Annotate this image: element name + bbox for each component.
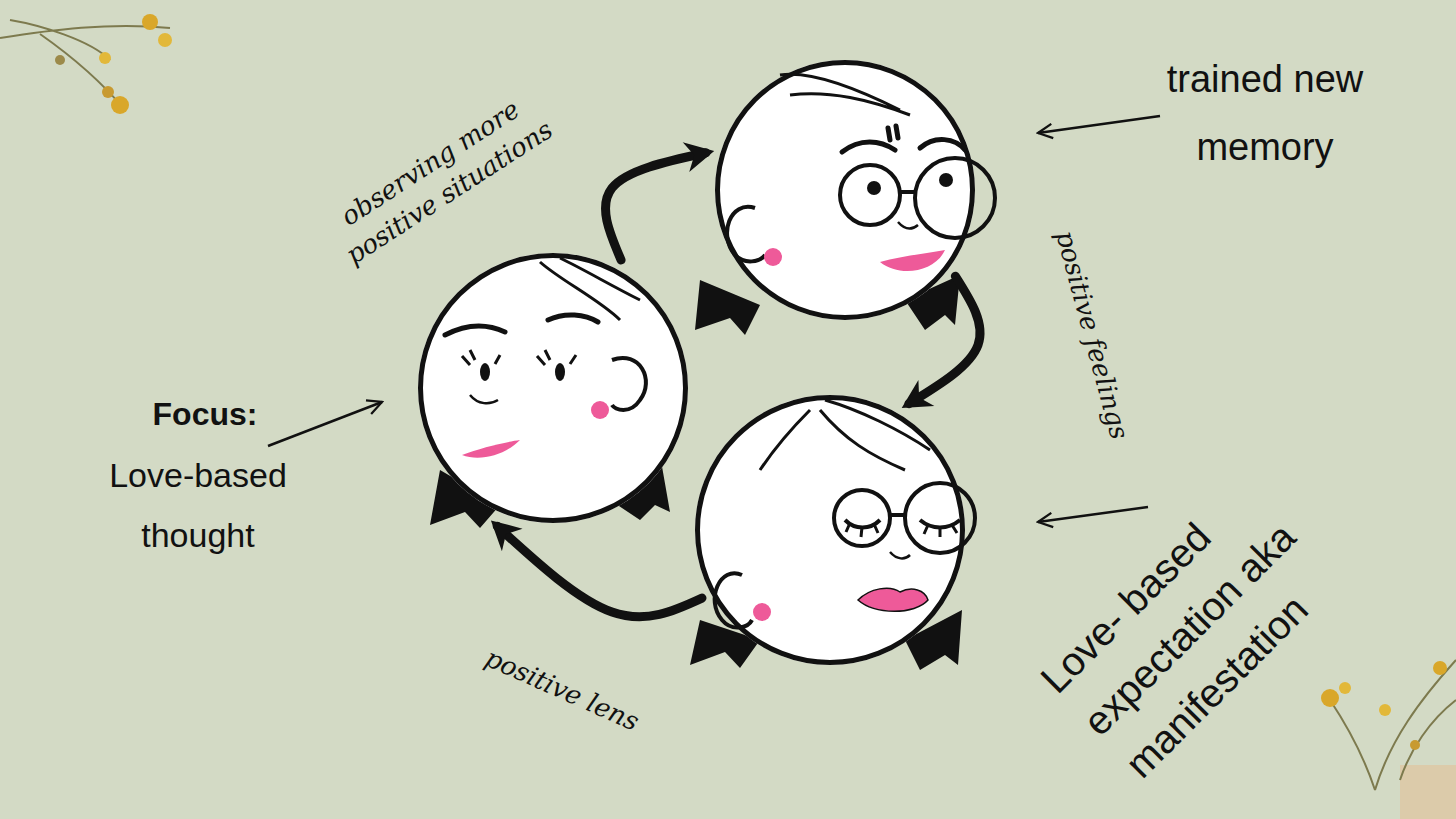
- flowers-part: [102, 86, 114, 98]
- cycle-arrow: [605, 153, 705, 260]
- face-top-right-part: [764, 248, 782, 266]
- face-node: Focus:Love-based thought: [418, 253, 688, 523]
- node-label: trained new memory: [1130, 45, 1400, 182]
- leader-arrows-part: [268, 402, 382, 446]
- leader-arrows-part: [1038, 116, 1160, 133]
- face-left-part: [418, 253, 688, 523]
- face-top-right-part: [915, 158, 995, 238]
- flowers: [0, 14, 1456, 819]
- leader-arrows-part: [1038, 507, 1148, 522]
- face-left-part: [612, 358, 646, 410]
- arrow-label: positive lens: [445, 625, 679, 755]
- flowers-part: [1433, 661, 1447, 675]
- arrow-label: positive feelings: [1036, 186, 1148, 485]
- face-left-part: [591, 401, 609, 419]
- flowers-part: [55, 55, 65, 65]
- face-bottom-right-part: [760, 400, 930, 470]
- node-label: Love- based expectation aka manifestatio…: [1026, 420, 1397, 791]
- face-top-right-part: [898, 222, 918, 228]
- flowers-part: [1321, 689, 1339, 707]
- face-top-right-part: [780, 74, 910, 115]
- face-left-part: [462, 440, 520, 458]
- face-bottom-right-part: [753, 603, 771, 621]
- arrow-label: observing more positive situations: [312, 78, 568, 278]
- flowers-part: [142, 14, 158, 30]
- face-bottom-right-part: [695, 395, 965, 665]
- flowers-part: [1400, 765, 1456, 819]
- face-bottom-right: [690, 395, 975, 670]
- cycle-arrow: [497, 526, 702, 617]
- face-node: Love- based expectation aka manifestatio…: [695, 395, 965, 665]
- face-top-right-part: [840, 165, 900, 225]
- face-top-right-part: [842, 126, 965, 152]
- face-bottom-right-part: [845, 520, 960, 528]
- face-top-right-part: [900, 190, 915, 194]
- flowers-part: [0, 20, 170, 110]
- face-left-part: [540, 258, 640, 320]
- face-outline-circle: [421, 256, 686, 521]
- face-bottom-right-part: [890, 513, 905, 517]
- face-top-right-part: [867, 181, 881, 195]
- face-left-part: [555, 363, 565, 381]
- face-top-right: [695, 60, 995, 335]
- face-bottom-right-part: [846, 523, 957, 537]
- face-outline: [695, 395, 965, 665]
- face-left: [418, 253, 688, 528]
- face-bottom-right-part: [858, 588, 928, 611]
- flowers-part: [1379, 704, 1391, 716]
- face-left-part: [462, 350, 576, 365]
- face-bottom-right-part: [890, 552, 910, 558]
- face-outline-circle: [698, 398, 963, 663]
- face-node: trained new memory: [715, 60, 975, 320]
- face-top-right-part: [880, 250, 945, 271]
- node-label: Love-based thought: [78, 446, 318, 565]
- face-outline: [715, 60, 975, 320]
- face-outline: [418, 253, 688, 523]
- face-outline-circle: [718, 63, 973, 318]
- face-left-part: [445, 315, 598, 335]
- face-left-part: [470, 395, 498, 403]
- face-bottom-right-part: [905, 483, 975, 553]
- flowers-part: [1410, 740, 1420, 750]
- flowers-part: [99, 52, 111, 64]
- focus-heading: Focus:: [125, 394, 285, 436]
- flowers-part: [1330, 660, 1456, 790]
- flowers-part: [1339, 682, 1351, 694]
- flowers-part: [158, 33, 172, 47]
- face-left-part: [480, 363, 490, 381]
- flowers-part: [111, 96, 129, 114]
- face-top-right-part: [939, 173, 953, 187]
- face-top-right-part: [715, 60, 975, 320]
- face-bottom-right-part: [834, 490, 890, 546]
